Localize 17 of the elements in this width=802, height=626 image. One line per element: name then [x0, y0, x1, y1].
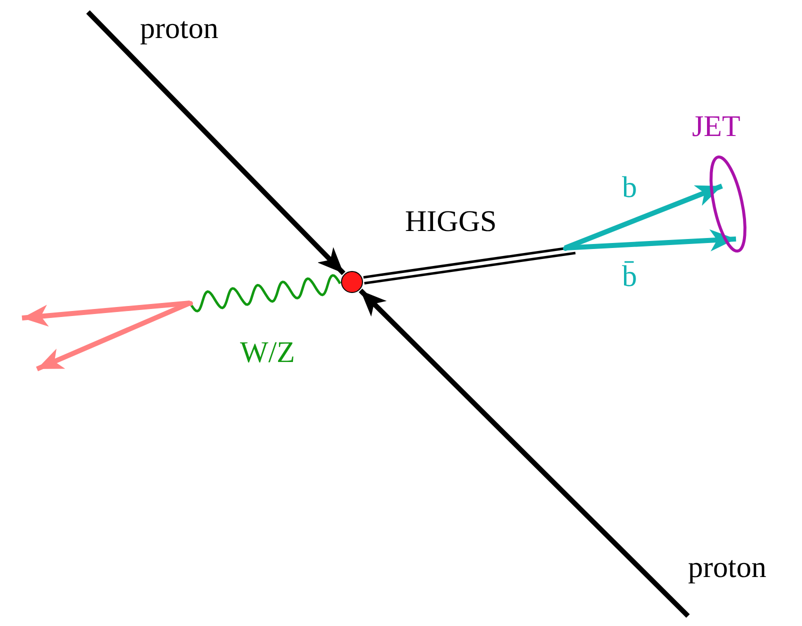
- vertex-dot: [341, 271, 363, 293]
- junction-dot: [188, 301, 193, 306]
- edge-label: HIGGS: [405, 207, 497, 237]
- edge-label: W/Z: [240, 338, 295, 368]
- arrow: [86, 10, 346, 276]
- double-line: [362, 246, 577, 285]
- jet-label: JET: [692, 112, 740, 142]
- particle-label: proton: [688, 553, 766, 583]
- arrow: [22, 300, 190, 327]
- arrow: [36, 300, 191, 372]
- edge-label: b: [622, 173, 637, 203]
- arrow: [564, 229, 736, 252]
- arrow: [358, 288, 690, 618]
- junction-dot: [563, 246, 568, 251]
- particle-label: proton: [140, 14, 218, 44]
- edge-label: b̄: [622, 262, 637, 292]
- wavy-line: [188, 274, 342, 312]
